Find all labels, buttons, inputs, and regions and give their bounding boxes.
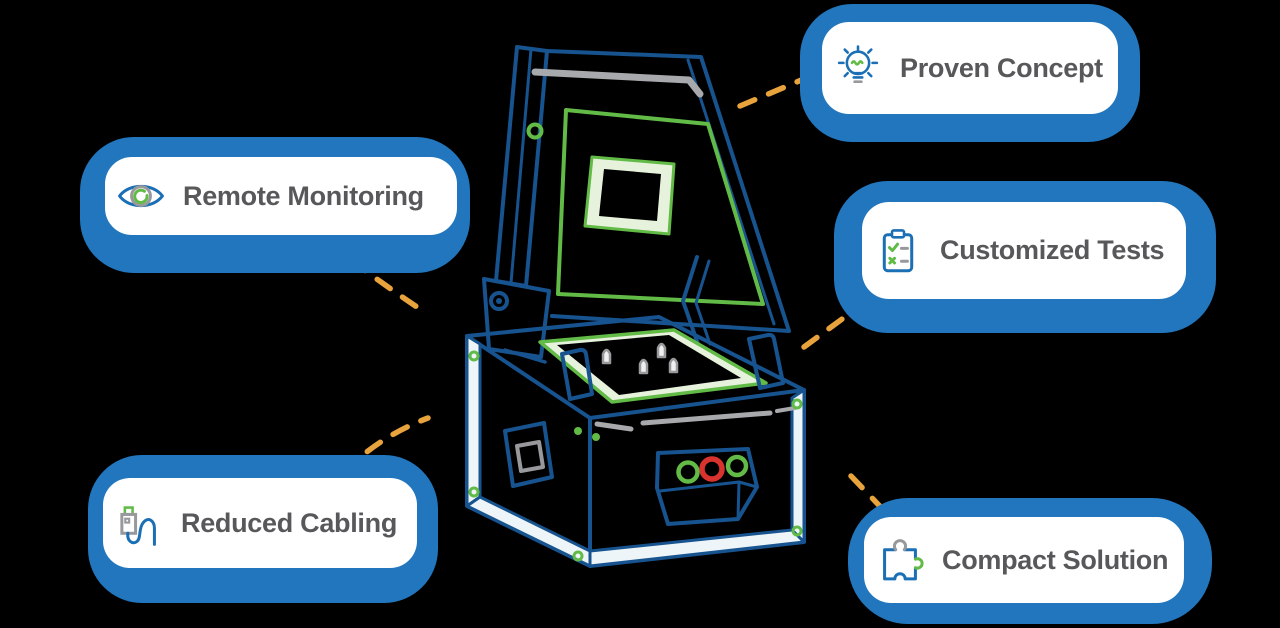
badge-pill: Compact Solution [864, 517, 1184, 603]
device-hinge [482, 255, 712, 364]
badge-pill: Reduced Cabling [103, 478, 417, 568]
device-drawing [465, 45, 806, 568]
feature-badge-compact-solution: Compact Solution [848, 498, 1212, 624]
lightbulb-idea-icon [834, 44, 882, 92]
feature-badge-reduced-cabling: Reduced Cabling [88, 455, 438, 603]
feature-badge-customized-tests: Customized Tests [834, 181, 1216, 333]
puzzle-piece-icon [876, 536, 924, 584]
pogo-pins [601, 342, 679, 375]
indicator-green-left [676, 460, 700, 484]
clipboard-checklist-icon [874, 227, 922, 275]
eye-monitoring-icon [117, 172, 165, 220]
badge-label: Reduced Cabling [181, 507, 398, 538]
indicator-green-right [725, 454, 749, 478]
feature-badge-proven-concept: Proven Concept [800, 4, 1140, 142]
corner-screws [468, 350, 803, 562]
indicator-red [699, 456, 725, 482]
badge-pill: Proven Concept [822, 22, 1118, 114]
usb-cable-icon [115, 499, 163, 547]
badge-pill: Remote Monitoring [105, 157, 457, 235]
badge-label: Compact Solution [942, 544, 1169, 575]
badge-label: Remote Monitoring [183, 180, 424, 211]
device-base [465, 315, 806, 568]
feature-badge-remote-monitoring: Remote Monitoring [80, 137, 470, 273]
badge-label: Customized Tests [940, 235, 1165, 265]
badge-label: Proven Concept [900, 52, 1103, 83]
button-panel [655, 447, 759, 526]
device-handle [503, 421, 554, 488]
badge-pill: Customized Tests [862, 202, 1186, 299]
device-lid [494, 45, 791, 333]
